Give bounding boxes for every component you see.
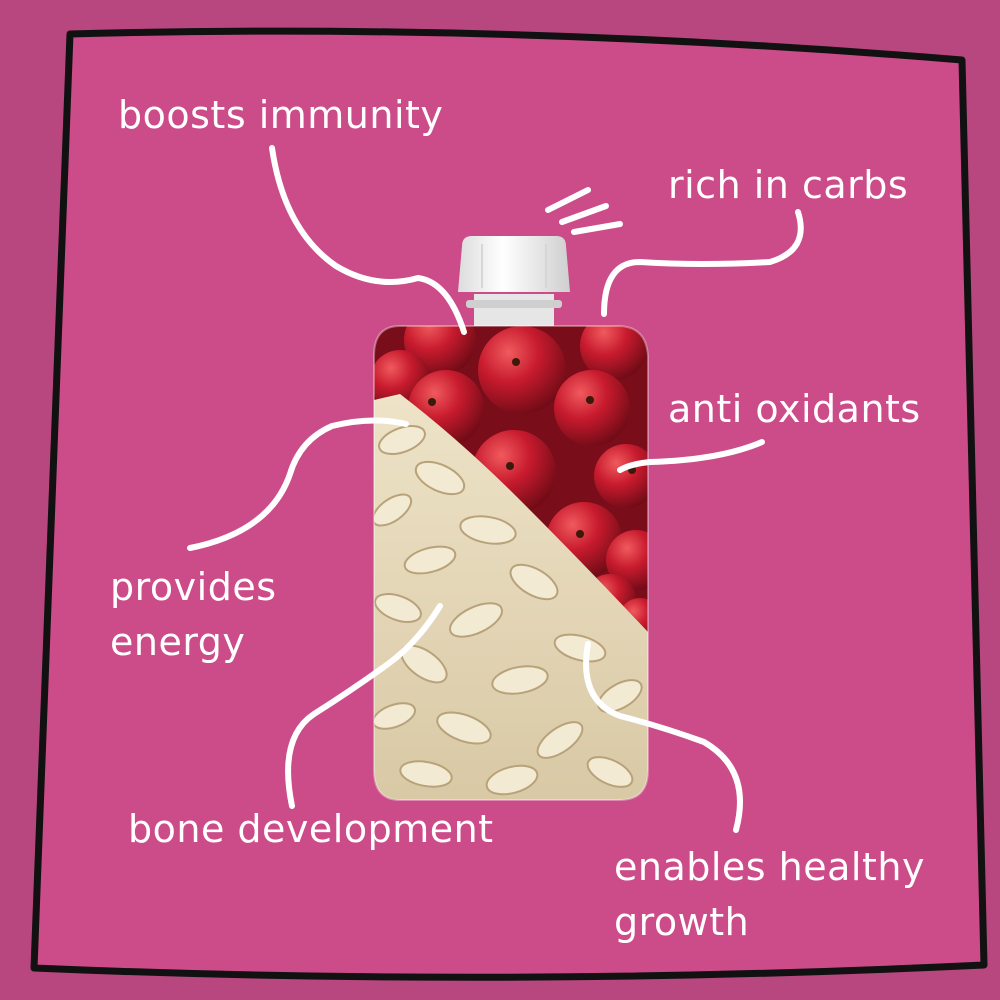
line-anti-oxidants <box>617 439 765 473</box>
label-rich-in-carbs: rich in carbs <box>668 163 909 207</box>
annotation-lines <box>187 145 804 833</box>
line-provides-energy <box>187 417 409 551</box>
label-bone-development: bone development <box>128 807 494 851</box>
label-provides-energy-line-1: provides <box>110 565 277 609</box>
hand-drawn-frame <box>30 27 988 981</box>
pouch-cap <box>458 236 570 326</box>
line-boosts-immunity <box>269 145 467 335</box>
label-enables-healthy-growth-line-1: enables healthy <box>614 845 925 889</box>
label-provides-energy-line-2: energy <box>110 620 246 665</box>
line-bone-development <box>285 603 443 809</box>
oat-flakes <box>374 425 643 796</box>
pouch-outline <box>373 325 649 801</box>
line-rich-in-carbs <box>601 209 804 317</box>
label-anti-oxidants: anti oxidants <box>668 387 921 431</box>
label-provides-energy: provides energy <box>110 560 277 670</box>
label-enables-healthy-growth-line-2: growth <box>614 900 750 945</box>
motion-marks <box>545 187 623 235</box>
food-pouch-icon <box>374 326 648 800</box>
label-boosts-immunity: boosts immunity <box>118 93 444 137</box>
label-enables-healthy-growth: enables healthy growth <box>614 840 925 950</box>
line-enables-growth <box>583 641 743 833</box>
oat-fill <box>374 394 648 800</box>
